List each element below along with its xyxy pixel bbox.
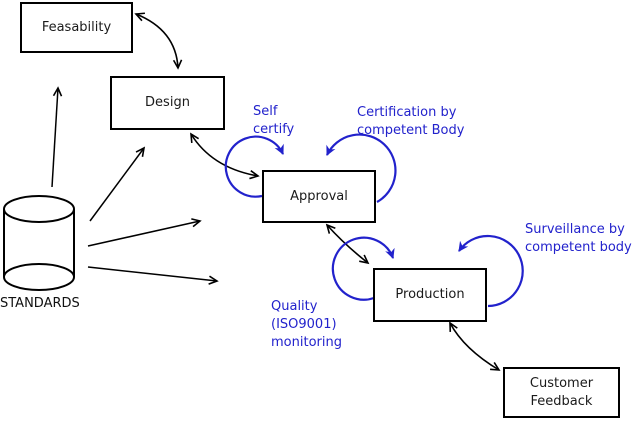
node-approval: Approval <box>262 170 376 223</box>
loop-self-certify <box>224 135 284 198</box>
arrow-production-customer-feedback <box>449 321 501 371</box>
annotation-quality-line1: Quality <box>271 299 318 314</box>
annotation-certification-line1: Certification by <box>357 105 457 120</box>
arrow-design-approval <box>190 132 260 180</box>
annotation-quality: Quality (ISO9001) monitoring <box>271 298 342 352</box>
annotation-self-certify-line2: certify <box>253 122 295 137</box>
loop-surveillance-competent-body <box>458 234 524 308</box>
arrow-standards-to-production <box>87 266 219 285</box>
node-customer-feedback: Customer Feedback <box>503 367 620 418</box>
arrow-standards-to-design <box>89 146 146 222</box>
annotation-surveillance-line2: competent body <box>525 240 632 255</box>
annotation-certification-line2: competent Body <box>357 123 465 138</box>
arrow-standards-to-feasability <box>51 86 63 188</box>
annotation-surveillance-line1: Surveillance by <box>525 222 625 237</box>
node-approval-label: Approval <box>290 188 348 204</box>
node-customer-feedback-label-line1: Customer <box>529 375 594 391</box>
datastore-label: STANDARDS <box>0 296 80 311</box>
annotation-certification: Certification by competent Body <box>357 104 464 140</box>
node-feasability-label: Feasability <box>41 19 112 35</box>
node-design: Design <box>110 76 225 130</box>
arrow-approval-production <box>325 223 370 265</box>
annotation-quality-line3: monitoring <box>271 335 342 350</box>
annotation-self-certify: Self certify <box>253 103 294 139</box>
annotation-surveillance: Surveillance by competent body <box>525 221 632 257</box>
standards-cylinder-icon <box>3 195 75 291</box>
loop-quality-monitoring <box>331 236 395 301</box>
arrow-feasability-design <box>134 12 183 70</box>
node-feasability: Feasability <box>20 2 133 53</box>
node-customer-feedback-label-line2: Feedback <box>530 393 593 409</box>
node-design-label: Design <box>145 95 190 110</box>
arrow-standards-to-approval <box>87 218 202 247</box>
node-production: Production <box>373 268 487 322</box>
annotation-self-certify-line1: Self <box>253 104 278 119</box>
annotation-quality-line2: (ISO9001) <box>271 317 337 332</box>
loop-certification-competent-body <box>326 133 397 203</box>
node-production-label: Production <box>395 287 465 302</box>
